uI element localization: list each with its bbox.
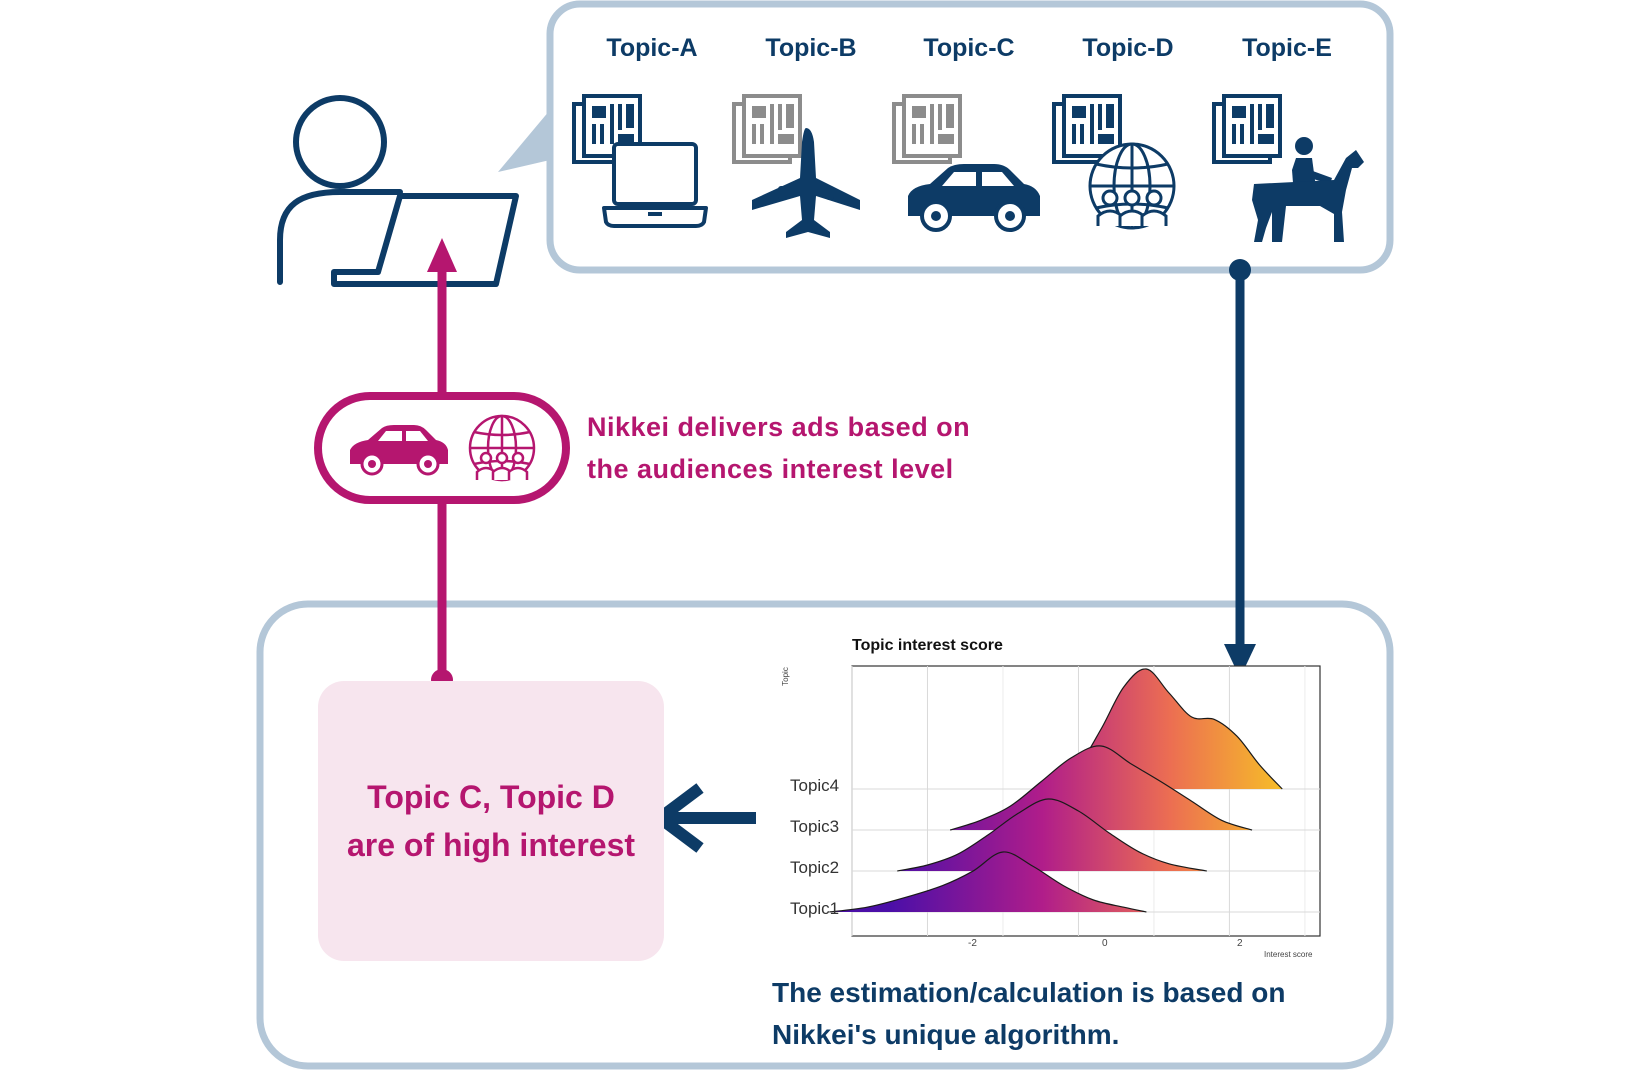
- ridge-area-topic2: [897, 798, 1207, 871]
- speech-tail: [498, 110, 550, 172]
- chart-x-axis-label: Interest score: [1264, 950, 1313, 959]
- chart-x-tick: -2: [968, 938, 977, 949]
- topic-label-e: Topic-E: [1242, 34, 1332, 62]
- ad-globe-people-icon: [468, 414, 536, 482]
- laptop-icon: [602, 142, 708, 228]
- algorithm-caption-line-2: Nikkei's unique algorithm.: [772, 1019, 1120, 1050]
- chart-x-tick: 0: [1102, 938, 1108, 949]
- chart-y-tick: Topic4: [790, 776, 840, 795]
- newspaper-icon: [1212, 94, 1282, 164]
- flow-arrow-down: [1224, 259, 1256, 678]
- airplane-icon: [752, 128, 860, 238]
- user-icon: [277, 95, 519, 287]
- ridge-line-topic3: [949, 745, 1253, 831]
- chart-y-tick: Topic2: [790, 858, 840, 877]
- result-text: Topic C, Topic D are of high interest: [346, 779, 636, 863]
- newspaper-icon: [892, 94, 962, 164]
- topic-label-c: Topic-C: [923, 34, 1015, 62]
- horse-rider-icon: [1252, 137, 1364, 242]
- ridge-line-topic4: [1047, 668, 1283, 790]
- callout-line-1: Nikkei delivers ads based on: [587, 412, 971, 442]
- ad-car-icon: [350, 425, 448, 476]
- ridgeline-chart: [829, 665, 1321, 937]
- newspaper-icon: [1052, 94, 1122, 164]
- algorithm-caption-line-1: The estimation/calculation is based on: [772, 977, 1286, 1008]
- topic-label-b: Topic-B: [765, 34, 857, 62]
- result-box: Topic C, Topic D are of high interest: [318, 681, 664, 961]
- chart-y-tick: Topic1: [790, 899, 840, 918]
- ridge-line-topic2: [897, 798, 1207, 872]
- chart-ridges: [829, 668, 1283, 913]
- topic-label-a: Topic-A: [606, 34, 698, 62]
- chart-title: Topic interest score: [852, 637, 1003, 654]
- globe-people-icon: [1088, 142, 1176, 230]
- ridge-line-topic1: [829, 851, 1147, 913]
- chart-y-axis-label: Topic: [780, 667, 790, 686]
- callout-line-2: the audiences interest level: [587, 454, 954, 484]
- ad-pill: [314, 392, 570, 504]
- chart-x-tick: 2: [1237, 938, 1243, 949]
- chart-y-tick: Topic3: [790, 817, 840, 836]
- newspaper-icon: [732, 94, 802, 164]
- topic-label-d: Topic-D: [1082, 34, 1174, 62]
- car-icon: [908, 164, 1040, 232]
